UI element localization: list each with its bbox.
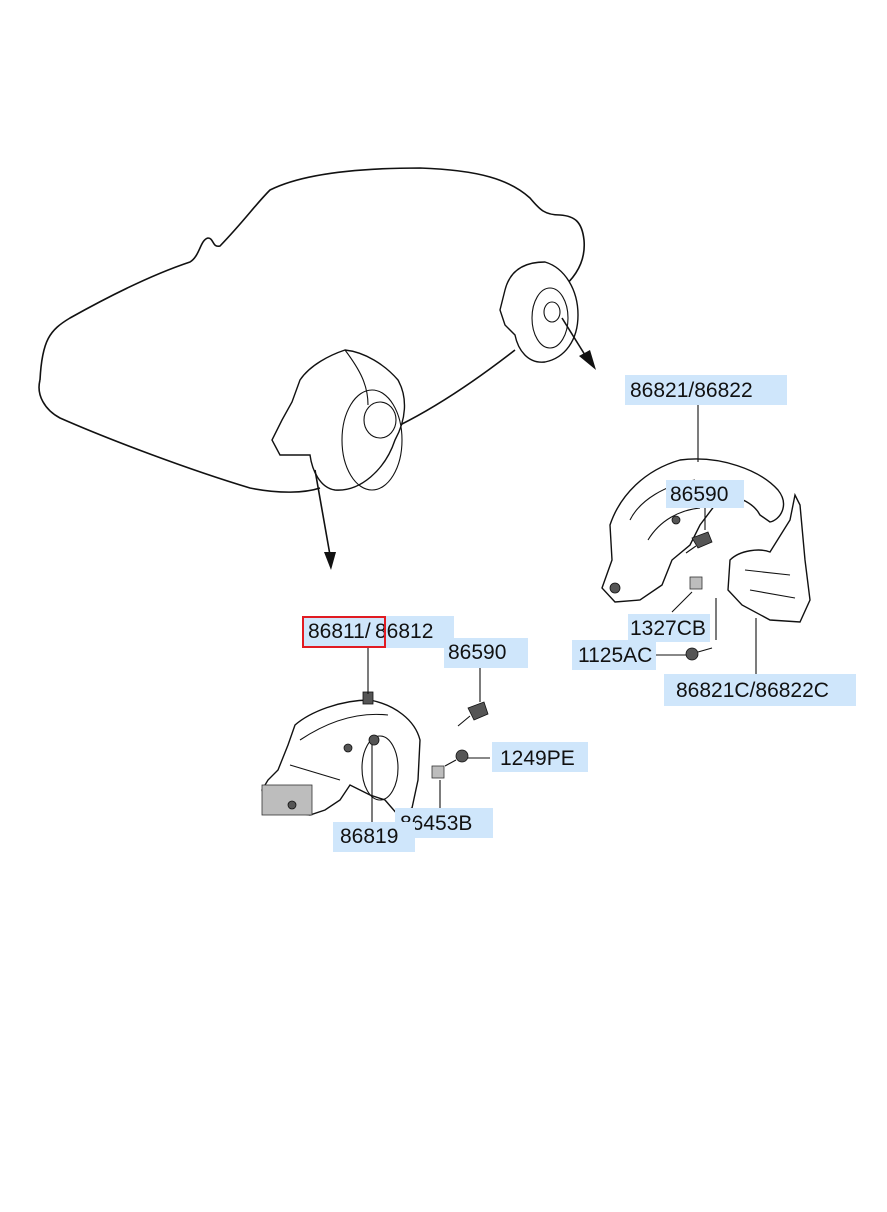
svg-text:86590: 86590 (448, 641, 506, 664)
svg-text:1249PE: 1249PE (500, 747, 575, 770)
rear-bolt-part[interactable] (685, 647, 713, 661)
label-rear-mudguard[interactable]: 86821C/86822C (664, 674, 856, 706)
selected-part-highlight (302, 616, 386, 648)
label-front-bolt[interactable]: 1249PE (492, 742, 588, 772)
rear-clip-nut-part[interactable] (689, 576, 703, 590)
front-leader-lines (367, 644, 490, 826)
svg-text:86819: 86819 (340, 825, 398, 848)
svg-text:86811/: 86811/ (308, 620, 371, 643)
rear-mudguard-part[interactable] (727, 492, 811, 623)
front-wheel-liner-part[interactable] (261, 691, 421, 816)
svg-text:86590: 86590 (670, 483, 728, 506)
front-screw-part[interactable] (457, 701, 489, 727)
svg-text:1125AC: 1125AC (578, 644, 652, 667)
car-front-wheel-liner (271, 349, 406, 491)
svg-text:86453B: 86453B (400, 812, 472, 835)
pointer-arrows (314, 317, 596, 570)
label-front-screw[interactable]: 86590 (444, 638, 528, 668)
svg-text:86821C/86822C: 86821C/86822C (676, 679, 829, 702)
car-rear-wheel-liner (499, 261, 579, 363)
front-retainer-part[interactable] (343, 734, 380, 753)
label-rear-screw[interactable]: 86590 (666, 480, 744, 508)
svg-text:86821/86822: 86821/86822 (630, 379, 753, 402)
label-rear-clip-nut[interactable]: 1327CB (628, 614, 710, 642)
front-bolt-part[interactable] (444, 749, 469, 767)
front-clip-part[interactable] (431, 765, 445, 779)
label-rear-liner[interactable]: 86821/86822 (625, 375, 787, 405)
svg-text:1327CB: 1327CB (630, 617, 706, 640)
label-front-liner[interactable]: 86811/ 86812 (302, 616, 454, 648)
rear-screw-part[interactable] (685, 531, 713, 554)
label-front-retainer[interactable]: 86819 (333, 822, 415, 852)
svg-text:86812: 86812 (375, 620, 433, 643)
label-rear-bolt[interactable]: 1125AC (572, 640, 656, 670)
